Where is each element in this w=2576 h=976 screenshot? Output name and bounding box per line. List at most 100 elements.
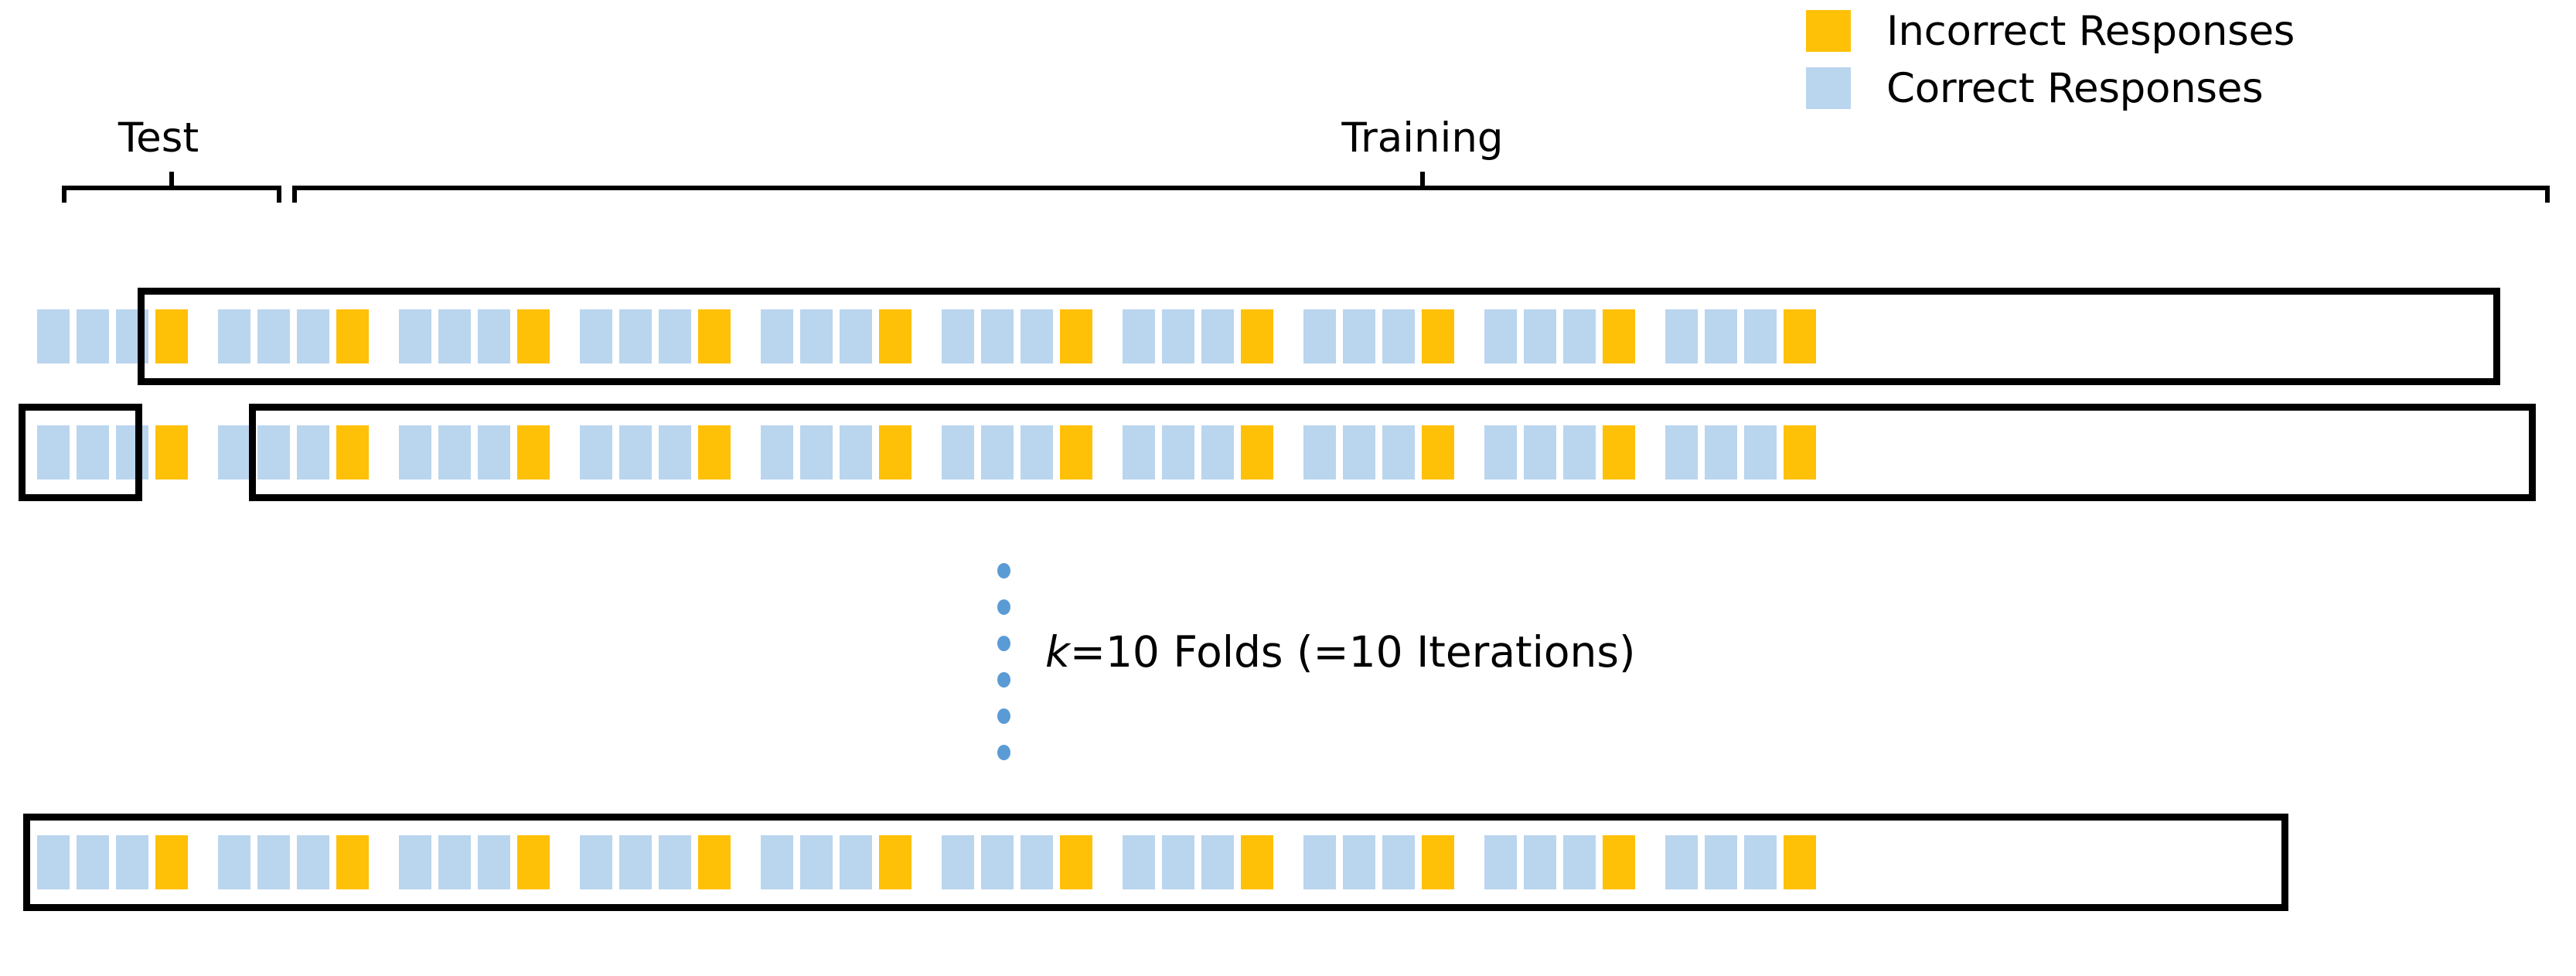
correct-response-cell (800, 309, 833, 363)
correct-response-cell (840, 309, 872, 363)
correct-response-cell (619, 835, 652, 889)
legend-item-incorrect: Incorrect Responses (1806, 9, 2295, 53)
incorrect-response-cell (1241, 309, 1273, 363)
incorrect-response-cell (1603, 309, 1635, 363)
correct-response-cell (218, 425, 250, 479)
correct-response-cell (77, 425, 109, 479)
correct-response-cell (1705, 425, 1737, 479)
correct-response-cell (218, 309, 250, 363)
ellipsis-dot (997, 599, 1010, 615)
correct-response-cell (438, 309, 471, 363)
correct-response-cell (399, 309, 431, 363)
incorrect-response-cell (517, 835, 550, 889)
correct-response-cell (1563, 309, 1596, 363)
correct-response-cell (800, 425, 833, 479)
training-brace-stem (1420, 172, 1425, 187)
correct-response-cell (1524, 309, 1556, 363)
test-brace-bar (62, 186, 281, 190)
correct-response-cell (619, 425, 652, 479)
incorrect-response-cell (1784, 309, 1816, 363)
ellipsis-dot (997, 708, 1010, 724)
correct-response-cell (1303, 425, 1336, 479)
correct-response-cell (580, 425, 612, 479)
incorrect-response-cell (336, 425, 369, 479)
k-symbol: k (1045, 627, 1070, 677)
incorrect-response-cell (1422, 309, 1454, 363)
correct-response-cell (1705, 309, 1737, 363)
ellipsis-dot (997, 672, 1010, 688)
correct-response-cell (1201, 425, 1234, 479)
correct-response-cell (1665, 835, 1698, 889)
correct-response-cell (1524, 835, 1556, 889)
test-brace-stem (169, 172, 174, 187)
training-brace-tip-right (2545, 186, 2550, 203)
incorrect-response-cell (155, 425, 188, 479)
incorrect-response-cell (336, 309, 369, 363)
correct-response-cell (1524, 425, 1556, 479)
correct-response-cell (1382, 835, 1415, 889)
correct-response-cell (478, 835, 510, 889)
correct-response-cell (1665, 425, 1698, 479)
fold-row-1 (0, 309, 2576, 363)
correct-response-cell (257, 835, 290, 889)
correct-response-cell (1343, 835, 1375, 889)
correct-response-cell (438, 835, 471, 889)
incorrect-response-cell (879, 835, 911, 889)
incorrect-response-cell (1060, 309, 1092, 363)
incorrect-swatch-icon (1806, 10, 1851, 52)
incorrect-response-cell (698, 835, 731, 889)
training-brace (292, 172, 2550, 206)
correct-response-cell (1382, 425, 1415, 479)
training-brace-bar (292, 186, 2550, 190)
k-folds-text: =10 Folds (=10 Iterations) (1069, 627, 1636, 677)
correct-response-cell (1162, 425, 1194, 479)
incorrect-response-cell (1422, 835, 1454, 889)
correct-response-cell (659, 835, 691, 889)
incorrect-response-cell (1241, 425, 1273, 479)
incorrect-response-cell (698, 425, 731, 479)
correct-response-cell (761, 425, 793, 479)
correct-response-cell (942, 425, 974, 479)
correct-response-cell (297, 425, 329, 479)
correct-response-cell (942, 309, 974, 363)
correct-response-cell (1484, 309, 1517, 363)
legend-label-incorrect: Incorrect Responses (1886, 7, 2295, 55)
correct-response-cell (942, 835, 974, 889)
ellipsis-dot (997, 563, 1010, 578)
correct-response-cell (981, 425, 1014, 479)
correct-response-cell (1563, 835, 1596, 889)
correct-swatch-icon (1806, 67, 1851, 109)
correct-response-cell (981, 309, 1014, 363)
correct-response-cell (116, 309, 148, 363)
correct-response-cell (1484, 425, 1517, 479)
incorrect-response-cell (1784, 835, 1816, 889)
correct-response-cell (1303, 835, 1336, 889)
test-brace-tip-right (277, 186, 281, 203)
incorrect-response-cell (1060, 835, 1092, 889)
fold-row-10 (0, 835, 2576, 889)
correct-response-cell (77, 835, 109, 889)
correct-response-cell (580, 835, 612, 889)
correct-response-cell (619, 309, 652, 363)
correct-response-cell (1484, 835, 1517, 889)
fold-row-2 (0, 425, 2576, 479)
legend-item-correct: Correct Responses (1806, 67, 2295, 110)
incorrect-response-cell (1603, 425, 1635, 479)
correct-response-cell (659, 309, 691, 363)
legend-label-correct: Correct Responses (1886, 64, 2264, 112)
incorrect-response-cell (1060, 425, 1092, 479)
incorrect-response-cell (1603, 835, 1635, 889)
correct-response-cell (1744, 309, 1777, 363)
ellipsis-dot (997, 636, 1010, 651)
correct-response-cell (761, 835, 793, 889)
correct-response-cell (1021, 309, 1053, 363)
correct-response-cell (1162, 835, 1194, 889)
correct-response-cell (1343, 309, 1375, 363)
ellipsis-dot (997, 745, 1010, 760)
correct-response-cell (37, 425, 70, 479)
correct-response-cell (37, 835, 70, 889)
test-label: Test (118, 114, 199, 162)
correct-response-cell (257, 309, 290, 363)
correct-response-cell (1162, 309, 1194, 363)
